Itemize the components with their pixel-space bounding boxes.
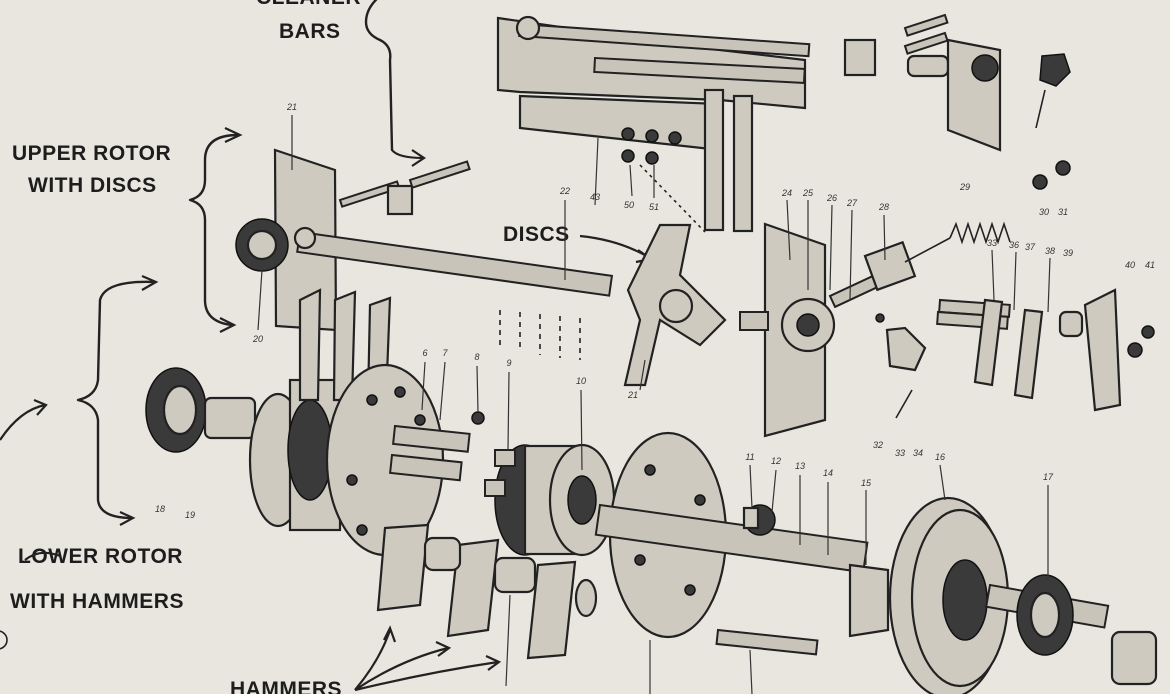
part-number: 32: [873, 440, 883, 450]
part-number: 12: [771, 456, 781, 466]
part-number: 11: [745, 452, 754, 462]
upper-rotor-brace: [188, 133, 240, 327]
part-number: 6: [422, 348, 427, 358]
bearing-18: [145, 367, 257, 453]
part-number: 20: [252, 334, 263, 344]
spring-29: [949, 221, 1011, 245]
part-number: 13: [795, 461, 805, 471]
part-number: 10: [576, 376, 586, 386]
part-number: 30: [1039, 207, 1049, 217]
part-number: 24: [781, 188, 792, 198]
part-number: 28: [878, 202, 889, 212]
nut-43: [621, 127, 682, 145]
hammers-arrow-1: [354, 625, 397, 691]
part-number: 33: [895, 448, 905, 458]
label-upper-rotor-line2: WITH DISCS: [28, 174, 157, 197]
part-number: 8: [474, 352, 479, 362]
part-number: 36: [1009, 240, 1019, 250]
part-number-callouts: 21 22 43 50 51 20 21 24 25 26 27 28 29 3…: [155, 102, 1155, 520]
part-number: 31: [1058, 207, 1068, 217]
label-discs: DISCS: [503, 223, 570, 246]
part-number: 37: [1025, 242, 1036, 252]
part-number: 41: [1145, 260, 1155, 270]
lower-rotor-brace: [76, 280, 157, 520]
part-number: 18: [155, 504, 165, 514]
part-number: 40: [1125, 260, 1135, 270]
label-lower-rotor-line1: LOWER ROTOR: [18, 545, 183, 568]
part-number: 33: [987, 238, 997, 248]
label-cleaner-bars-line1: CLEANER: [256, 0, 361, 10]
part-number: 14: [823, 468, 833, 478]
right-hammer-set: [875, 288, 1155, 419]
part-number: 9: [506, 358, 511, 368]
cleaner-bars-brace: [364, 0, 394, 152]
hammers-arrow-2: [354, 641, 452, 691]
lower-rotor-arrow-bottom: [119, 511, 136, 526]
part-number: 26: [826, 193, 837, 203]
part-number: 39: [1063, 248, 1073, 258]
part-number: 21: [286, 102, 297, 112]
rotor-end-plate-left: [248, 378, 342, 532]
lower-rotor-arrow-top: [141, 274, 159, 291]
cleaner-bars-arrow: [391, 149, 426, 167]
part-number: 19: [185, 510, 195, 520]
part-number: 21: [627, 390, 638, 400]
hammers: [376, 523, 577, 660]
part-number: 17: [1043, 472, 1054, 482]
main-shaft: [594, 503, 890, 638]
disc-ghosts: [499, 310, 581, 360]
discs-arrow: [579, 234, 654, 264]
callout-lines: [257, 115, 1051, 694]
left-side-arrow: [0, 398, 48, 441]
part-number: 27: [846, 198, 858, 208]
spacers: [423, 536, 598, 618]
part-number: 43: [590, 192, 600, 202]
part-number: 29: [959, 182, 970, 192]
label-cleaner-bars-line2: BARS: [279, 20, 341, 43]
part-number: 22: [559, 186, 570, 196]
cleaner-bar-frame: [496, 13, 1071, 233]
part-number: 7: [442, 348, 448, 358]
label-hammers: HAMMERS: [230, 678, 342, 694]
part-number: 50: [624, 200, 634, 210]
part-number: 34: [913, 448, 923, 458]
sprocket-20: [235, 218, 289, 272]
corner-marker-icon: [0, 630, 8, 650]
part-number: 15: [861, 478, 872, 488]
part-number: 16: [935, 452, 945, 462]
lower-rotor: [145, 288, 1158, 694]
label-upper-rotor-line1: UPPER ROTOR: [12, 142, 172, 165]
upper-rotor-arrow-top: [224, 127, 243, 143]
part-number: 51: [649, 202, 659, 212]
lower-rotor-line: [24, 551, 61, 561]
pulley-17: [1016, 574, 1074, 656]
upper-rotor: [235, 148, 1071, 438]
disc-spider: [623, 223, 727, 387]
upper-rotor-arrow-bottom: [219, 317, 237, 333]
label-lower-rotor-line2: WITH HAMMERS: [10, 590, 184, 613]
part-number: 25: [802, 188, 814, 198]
pulley-16: [888, 496, 1010, 694]
part-number: 38: [1045, 246, 1055, 256]
hammers-arrow-3: [354, 655, 502, 692]
